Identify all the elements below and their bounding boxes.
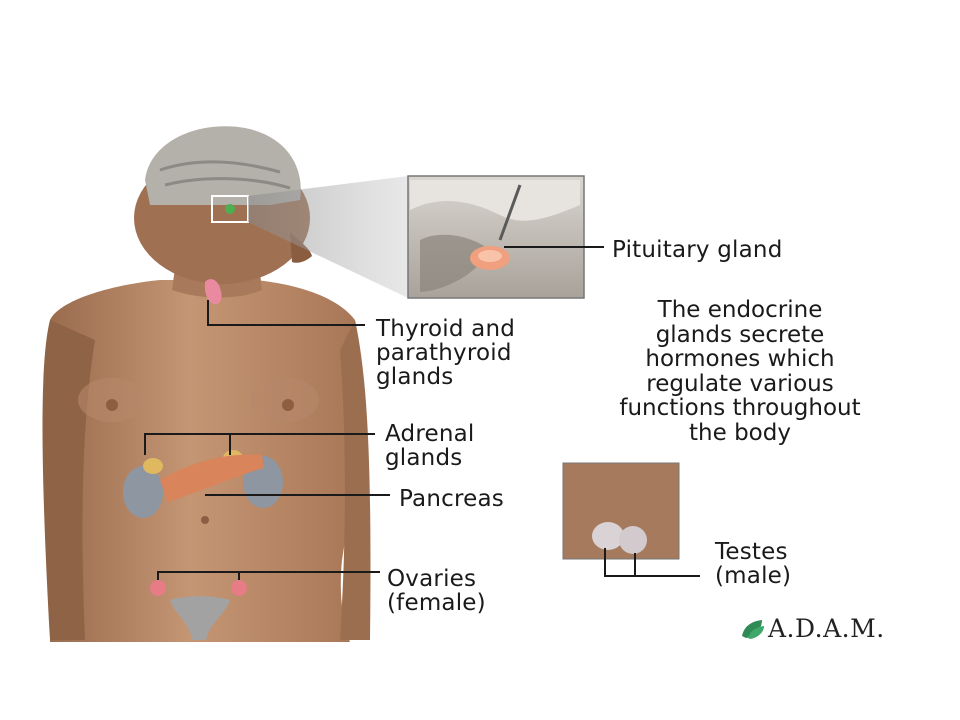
reproductive-female — [150, 580, 247, 640]
testes-label: Testes (male) — [715, 539, 792, 589]
thyroid-label: Thyroid and parathyroid glands — [376, 316, 516, 390]
zoom-beam — [248, 176, 408, 298]
pituitary-label: Pituitary gland — [612, 237, 783, 263]
adam-logo: A.D.A.M. — [740, 614, 885, 643]
adrenal-label: Adrenal glands — [385, 421, 475, 471]
pituitary-marker — [225, 204, 235, 214]
ovaries-label: Ovaries (female) — [387, 566, 486, 616]
adam-logo-text: A.D.A.M. — [768, 614, 885, 643]
adam-leaf-icon — [742, 619, 764, 639]
abdominal-organs — [123, 450, 283, 518]
pituitary-inset — [407, 175, 585, 299]
testes-inset — [562, 462, 680, 560]
pancreas-label: Pancreas — [399, 486, 504, 512]
thyroid-gland — [204, 279, 222, 305]
leader-lines — [144, 246, 700, 580]
endocrine-caption: The endocrine glands secrete hormones wh… — [619, 297, 861, 446]
